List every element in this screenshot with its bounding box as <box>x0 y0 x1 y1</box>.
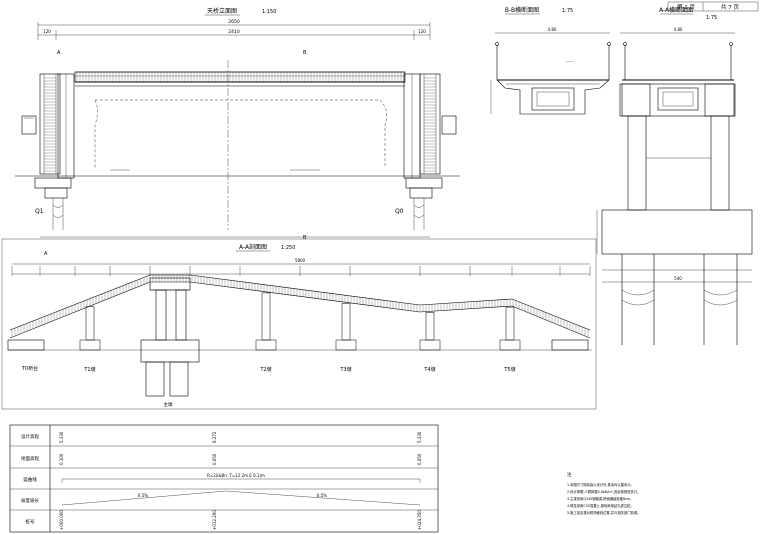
title-block: 第 1 页 共 7 页 <box>667 1 759 12</box>
notes: 注 1.本图尺寸除标高以米计外,其余均以厘米计。 2.设计荷载:人群荷载4.0k… <box>567 471 640 515</box>
pier-label-t2: T2墩 <box>259 366 271 373</box>
station-0: +000.000 <box>59 510 64 530</box>
row-label-vertical-curve: 竖曲线 <box>23 476 37 483</box>
station-1: +012.200 <box>212 510 217 530</box>
row-label-design-elev: 设计高程 <box>21 433 39 440</box>
elevation-railing <box>75 71 405 77</box>
section-aa-view: A-A横断面图 1:75 4.80 540 <box>596 6 753 345</box>
notes-heading: 注 <box>567 471 572 478</box>
pier-label-t5: T5墩 <box>503 366 515 373</box>
pier-label-t3: T3墩 <box>339 366 351 373</box>
section-aa-bottom-dim: 540 <box>674 276 682 281</box>
station-2: +024.350 <box>417 510 422 530</box>
right-stair-tower: Q0 <box>395 73 457 230</box>
note-line-1: 1.本图尺寸除标高以米计外,其余均以厘米计。 <box>567 482 634 487</box>
ground-elev-0: 0.100 <box>59 453 64 465</box>
elevation-railing-posts <box>76 72 405 82</box>
section-aa-title: A-A横断面图 <box>659 6 693 14</box>
elevation-right-end-dim: 120 <box>418 29 426 34</box>
note-line-3: 3.主梁采用Q345钢箱梁,桥面铺装厚度8cm。 <box>567 496 633 501</box>
section-bb-view: B-B横断面图 1:75 4.80 —— <box>490 6 611 115</box>
section-bb-width-dim: 4.80 <box>548 27 557 32</box>
design-elev-2: 5.330 <box>417 431 422 443</box>
ground-elev-2: 0.050 <box>417 453 422 465</box>
vertical-curve-text: R=2(i&Bn: T=12.2m E 0.1)m <box>207 473 265 478</box>
row-label-station: 桩号 <box>26 518 35 525</box>
long-section-scale: 1:250 <box>281 245 295 251</box>
sheet-label-1: 第 1 页 <box>677 3 695 11</box>
long-section-title: A-A剖面图 <box>239 243 267 251</box>
row-label-ground-elev: 地面高程 <box>21 455 39 462</box>
right-pier-label: Q0 <box>395 208 404 215</box>
elevation-span-dim: 2410 <box>228 29 240 35</box>
pier-label-main: 主墩 <box>164 401 173 408</box>
pier-label-t4: T4墩 <box>423 366 435 373</box>
design-elev-1: 6.272 <box>212 431 217 443</box>
section-bb-scale: 1:75 <box>562 8 573 14</box>
section-aa-scale: 1:75 <box>706 15 717 21</box>
grade-left: 6.5% <box>138 493 148 498</box>
section-aa-width-dim: 4.80 <box>674 27 683 32</box>
longitudinal-section: A-A剖面图 1:250 5800 T0桥台 T1墩 T2墩 T3墩 T4墩 T… <box>1 238 597 410</box>
section-marker-b-top: B <box>303 50 307 56</box>
ground-elev-1: 0.050 <box>212 453 217 465</box>
sheet-label-2: 共 7 页 <box>721 3 739 11</box>
grade-right: 6.5% <box>317 493 327 498</box>
section-marker-a-top: A <box>57 50 61 56</box>
note-line-4: 4.墩柱采用C30混凝土,基础采用钻孔灌注桩。 <box>567 503 634 508</box>
pier-label-t1: T1墩 <box>83 366 95 373</box>
long-section-railing <box>11 275 589 337</box>
section-marker-a-bottom: A <box>44 251 48 257</box>
svg-text:——: —— <box>566 59 574 63</box>
left-stair-tower: Q1 <box>21 73 75 230</box>
long-section-total-dim: 5800 <box>295 258 306 263</box>
row-label-grade: 坡度坡长 <box>21 497 39 504</box>
section-marker-b-bottom: B <box>303 235 307 241</box>
profile-table: 设计高程 地面高程 竖曲线 坡度坡长 桩号 5.330 6.272 5.330 … <box>9 424 439 533</box>
elevation-title: 天桥立面图 <box>207 7 237 15</box>
section-bb-title: B-B横断面图 <box>505 6 539 14</box>
elevation-view: 天桥立面图 1:150 2650 2410 120 120 A B A B <box>15 7 460 257</box>
left-pier-label: Q1 <box>35 208 44 215</box>
design-elev-0: 5.330 <box>59 431 64 443</box>
note-line-2: 2.设计荷载:人群荷载4.0kN/m²,其余按规范执行。 <box>567 489 640 494</box>
elevation-overall-dim: 2650 <box>228 19 240 25</box>
pier-label-t0: T0桥台 <box>21 365 38 372</box>
elevation-left-end-dim: 120 <box>43 29 51 34</box>
elevation-scale: 1:150 <box>262 9 276 15</box>
note-line-5: 5.施工前应核对现场管线位置,并与相关部门协调。 <box>567 510 640 515</box>
